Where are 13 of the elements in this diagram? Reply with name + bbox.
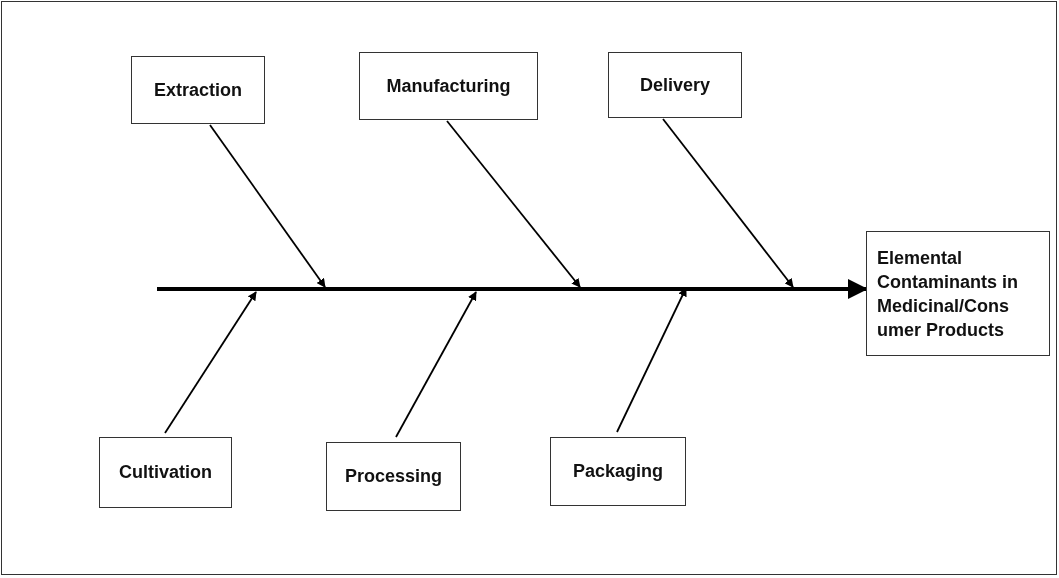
cause-box: Delivery xyxy=(608,52,742,118)
arrow xyxy=(446,120,581,288)
arrow xyxy=(395,291,477,438)
cause-box: Cultivation xyxy=(99,437,232,508)
arrow xyxy=(209,124,326,288)
cause-box: Packaging xyxy=(550,437,686,506)
effect-box: Elemental Contaminants in Medicinal/Cons umer Products xyxy=(866,231,1050,356)
cause-box: Processing xyxy=(326,442,461,511)
cause-box: Extraction xyxy=(131,56,265,124)
arrow xyxy=(662,118,794,288)
cause-box: Manufacturing xyxy=(359,52,538,120)
arrow xyxy=(164,291,257,434)
arrow xyxy=(157,279,868,299)
